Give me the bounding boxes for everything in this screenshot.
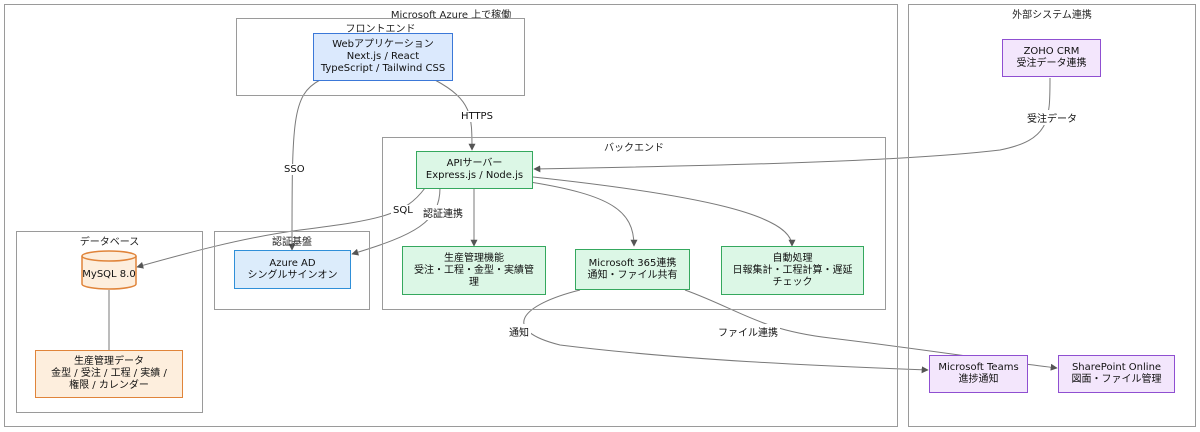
node-teams-line1: Microsoft Teams [938, 362, 1019, 373]
node-teams: Microsoft Teams 進捗通知 [929, 355, 1028, 393]
node-webapp-line1: Webアプリケーション [332, 39, 434, 50]
node-proddata: 生産管理データ 金型 / 受注 / 工程 / 実績 / 権限 / カレンダー [35, 350, 183, 398]
node-sharepoint: SharePoint Online 図面・ファイル管理 [1058, 355, 1175, 393]
node-production-line3: 理 [469, 276, 479, 288]
node-auto-line3: チェック [772, 276, 813, 288]
edge-m365-teams [523, 289, 929, 374]
node-azuread-line2: シングルサインオン [247, 269, 338, 281]
edge-api-auto [532, 176, 796, 247]
cluster-database-title: データベース [79, 237, 140, 248]
node-production-line1: 生産管理機能 [444, 252, 504, 264]
node-teams-line2: 進捗通知 [958, 374, 999, 385]
node-sharepoint-line2: 図面・ファイル管理 [1071, 374, 1162, 385]
edge-label-order-data: 受注データ [1025, 110, 1079, 125]
node-mysql-cylinder [81, 250, 137, 290]
node-azuread: Azure AD シングルサインオン [234, 250, 351, 289]
cluster-backend-title: バックエンド [604, 143, 664, 154]
node-auto: 自動処理 日報集計・工程計算・遅延 チェック [721, 246, 864, 295]
edge-label-sso: SSO [282, 164, 307, 175]
node-mysql-label: MySQL 8.0 [82, 269, 136, 280]
node-zoho-line2: 受注データ連携 [1016, 58, 1087, 69]
edge-api-m365 [529, 181, 638, 247]
edge-webapp-api [434, 79, 476, 151]
cluster-database: データベース [16, 231, 203, 413]
cluster-backend: バックエンド [382, 137, 886, 310]
node-api-line1: APIサーバー [446, 158, 503, 169]
node-api: APIサーバー Express.js / Node.js [416, 151, 533, 189]
cluster-frontend: フロントエンド [236, 18, 525, 96]
node-webapp: Webアプリケーション Next.js / React TypeScript /… [313, 33, 453, 81]
cluster-azure-title: Microsoft Azure 上で稼働 [390, 10, 512, 21]
cluster-auth-title: 認証基盤 [272, 237, 312, 248]
node-zoho: ZOHO CRM 受注データ連携 [1002, 39, 1101, 77]
node-api-line2: Express.js / Node.js [425, 170, 524, 181]
edge-label-https: HTTPS [459, 111, 495, 122]
node-production-line2: 受注・工程・金型・実績管 [414, 264, 534, 276]
node-proddata-line3: 権限 / カレンダー [69, 380, 149, 391]
node-webapp-line3: TypeScript / Tailwind CSS [320, 63, 446, 74]
cluster-azure: Microsoft Azure 上で稼働 [4, 4, 898, 427]
node-proddata-line1: 生産管理データ [74, 356, 144, 367]
node-sharepoint-line1: SharePoint Online [1071, 362, 1162, 373]
cluster-auth: 認証基盤 [214, 231, 370, 310]
node-proddata-line2: 金型 / 受注 / 工程 / 実績 / [51, 368, 167, 379]
node-auto-line1: 自動処理 [772, 252, 813, 264]
node-zoho-line1: ZOHO CRM [1023, 46, 1080, 57]
edge-label-notify: 通知 [507, 324, 531, 339]
edge-api-azuread [351, 187, 441, 256]
node-webapp-line2: Next.js / React [346, 51, 420, 62]
edge-webapp-azuread [288, 79, 321, 251]
node-m365-line2: 通知・ファイル共有 [587, 269, 678, 281]
edge-label-auth-link: 認証連携 [421, 205, 465, 220]
cluster-external-title: 外部システム連携 [1012, 10, 1092, 21]
node-production: 生産管理機能 受注・工程・金型・実績管 理 [402, 246, 546, 295]
node-azuread-line1: Azure AD [269, 257, 316, 269]
node-auto-line2: 日報集計・工程計算・遅延 [732, 264, 853, 276]
node-m365: Microsoft 365連携 通知・ファイル共有 [575, 249, 690, 290]
node-m365-line1: Microsoft 365連携 [588, 257, 677, 269]
edge-label-file-link: ファイル連携 [716, 324, 780, 339]
edge-label-sql: SQL [391, 205, 415, 216]
cluster-external: 外部システム連携 [908, 4, 1196, 427]
cluster-frontend-title: フロントエンド [345, 24, 416, 35]
